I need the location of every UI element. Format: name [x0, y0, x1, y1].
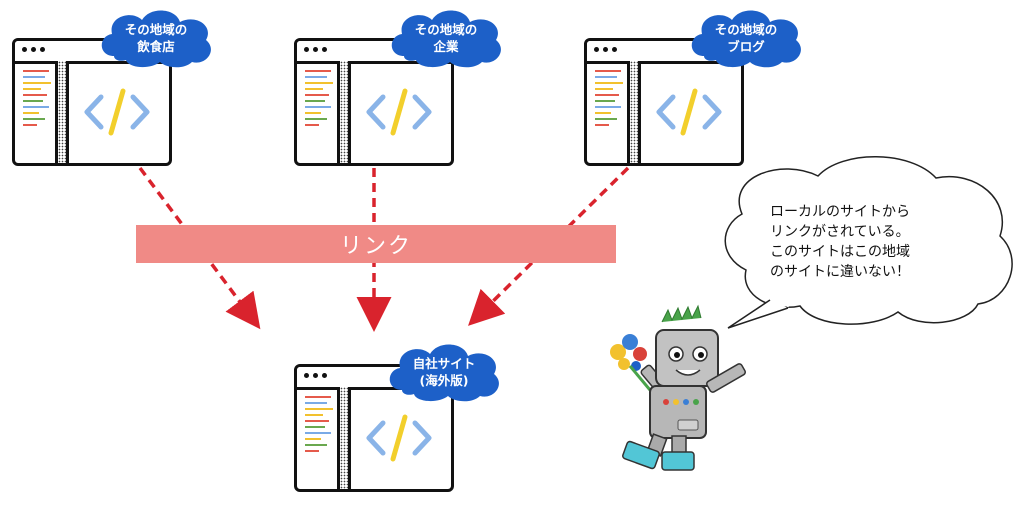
code-line [305, 118, 327, 120]
code-line [23, 70, 49, 72]
code-line [305, 70, 331, 72]
code-line [23, 88, 41, 90]
code-line [595, 88, 613, 90]
flower-bouquet-icon [610, 334, 652, 391]
code-lines [305, 396, 335, 452]
source-label: その地域の 飲食店 [124, 22, 188, 54]
target-label: 自社サイト (海外版) [412, 356, 476, 388]
code-line [305, 124, 319, 126]
cloud-label-company: その地域の 企業 [386, 6, 506, 70]
window-divider [627, 61, 641, 163]
code-brackets-icon [366, 88, 432, 136]
code-line [595, 112, 611, 114]
code-line [595, 124, 609, 126]
code-brackets-icon [366, 414, 432, 462]
code-line [23, 112, 39, 114]
cloud-label-restaurant: その地域の 飲食店 [96, 6, 216, 70]
code-line [595, 94, 619, 96]
code-line [595, 100, 615, 102]
code-line [23, 124, 37, 126]
code-brackets-icon [656, 88, 722, 136]
code-line [305, 450, 319, 452]
code-lines [595, 70, 625, 126]
code-line [305, 100, 325, 102]
code-line [305, 106, 331, 108]
code-line [305, 432, 331, 434]
code-line [305, 414, 323, 416]
code-line [305, 444, 327, 446]
speech-bubble [724, 156, 1013, 329]
cloud-icon [391, 10, 501, 68]
window-dots-icon [304, 47, 327, 52]
cloud-icon [101, 10, 211, 68]
cloud-icon [691, 10, 801, 68]
code-line [305, 420, 329, 422]
link-label-band: リンク [136, 225, 616, 263]
speech-text: ローカルのサイトから リンクがされている。 このサイトはこの地域 のサイトに違い… [770, 204, 910, 280]
code-line [595, 118, 617, 120]
code-line [305, 396, 331, 398]
code-line [595, 76, 617, 78]
code-line [305, 426, 325, 428]
robot-mascot-icon [610, 304, 746, 471]
code-line [305, 76, 327, 78]
code-line [23, 106, 49, 108]
window-divider [337, 61, 351, 163]
code-line [305, 112, 321, 114]
code-lines [305, 70, 335, 126]
code-line [305, 402, 327, 404]
source-label: その地域の 企業 [414, 22, 478, 54]
code-line [23, 100, 43, 102]
window-divider [337, 387, 351, 489]
code-line [595, 106, 621, 108]
code-line [23, 118, 45, 120]
cloud-label-blog: その地域の ブログ [686, 6, 806, 70]
window-divider [55, 61, 69, 163]
code-line [305, 82, 333, 84]
code-lines [23, 70, 53, 126]
code-line [305, 88, 323, 90]
window-dots-icon [304, 373, 327, 378]
cloud-label-target: 自社サイト (海外版) [384, 340, 504, 404]
code-line [23, 82, 51, 84]
code-brackets-icon [84, 88, 150, 136]
code-line [23, 94, 47, 96]
cloud-icon [389, 344, 499, 402]
window-dots-icon [594, 47, 617, 52]
code-line [595, 82, 623, 84]
source-label: その地域の ブログ [714, 22, 778, 54]
code-line [23, 76, 45, 78]
link-label: リンク [339, 234, 412, 259]
code-line [305, 94, 329, 96]
code-line [595, 70, 621, 72]
code-line [305, 408, 333, 410]
code-line [305, 438, 321, 440]
window-dots-icon [22, 47, 45, 52]
